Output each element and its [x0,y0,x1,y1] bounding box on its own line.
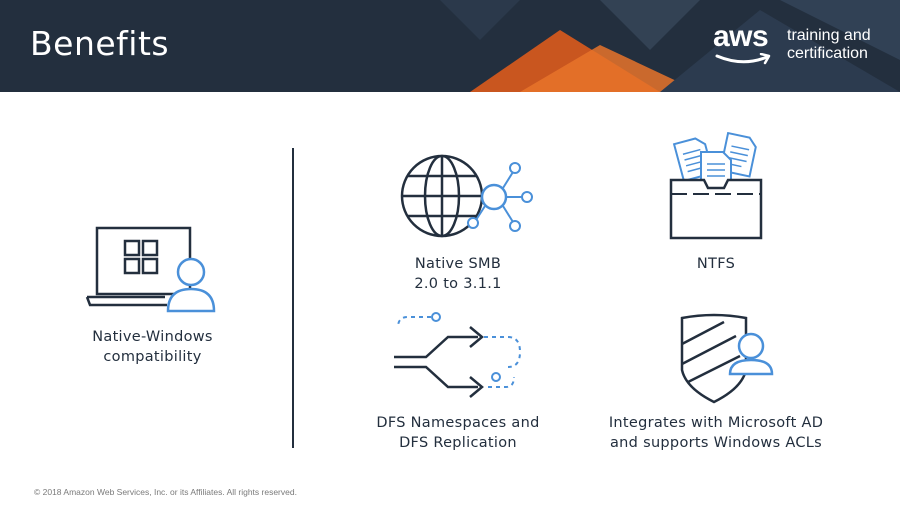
benefit-ntfs-label: NTFS [696,256,736,272]
aws-smile-icon [715,53,771,65]
benefit-smb-label: Native SMB 2.0 to 3.1.1 [414,256,502,292]
aws-logo-word: aws [713,20,769,53]
globe-network-icon [400,154,533,238]
benefit-ad-label: Integrates with Microsoft AD and support… [608,415,824,451]
dfs-arrows-icon [394,312,522,398]
aws-tagline: training and certification [787,27,871,63]
vertical-divider [292,148,294,448]
slide-header: Benefits aws training and certification [0,0,900,92]
windows-laptop-user-icon [85,226,216,313]
benefit-dfs-label: DFS Namespaces and DFS Replication [376,415,540,451]
copyright-footer: © 2018 Amazon Web Services, Inc. or its … [34,487,297,497]
page-title: Benefits [30,24,170,63]
tagline-line2: certification [787,45,868,62]
benefit-native-windows-label: Native-Windows compatibility [92,329,213,365]
shield-user-icon [680,313,774,404]
folder-documents-icon [669,132,763,240]
header-decoration [440,0,900,92]
aws-training-logo: aws training and certification [713,20,883,72]
tagline-line1: training and [787,27,871,44]
